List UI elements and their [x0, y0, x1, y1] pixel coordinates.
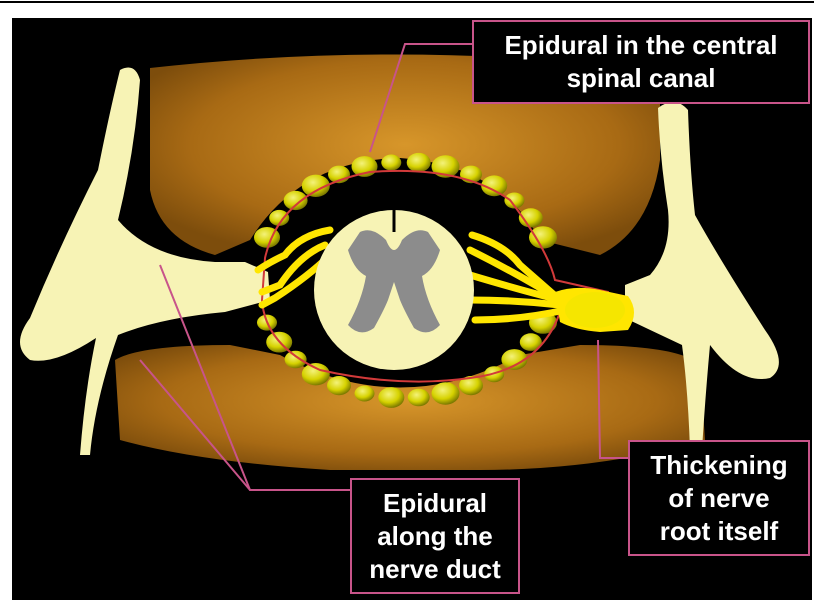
label-nerve-duct: Epidural along the nerve duct: [350, 478, 520, 594]
fat-nodule: [408, 389, 430, 407]
fat-nodule: [378, 387, 404, 408]
label-central-canal: Epidural in the central spinal canal: [472, 20, 810, 104]
fat-nodule: [529, 226, 557, 248]
spinal-cord: [314, 210, 474, 370]
fat-nodule: [432, 382, 460, 404]
fat-nodule: [381, 155, 401, 171]
fat-nodule: [355, 386, 375, 402]
fat-nodule: [302, 363, 330, 385]
fat-nodule: [407, 153, 431, 172]
label-central-canal-text: Epidural in the central spinal canal: [504, 29, 777, 95]
fat-nodule: [285, 351, 307, 369]
thickened-root-core: [565, 292, 625, 328]
fat-nodule: [327, 376, 351, 395]
label-nerve-duct-text: Epidural along the nerve duct: [369, 487, 501, 586]
label-thickening-text: Thickening of nerve root itself: [650, 449, 787, 548]
fat-nodule: [284, 191, 308, 210]
label-thickening: Thickening of nerve root itself: [628, 440, 810, 556]
